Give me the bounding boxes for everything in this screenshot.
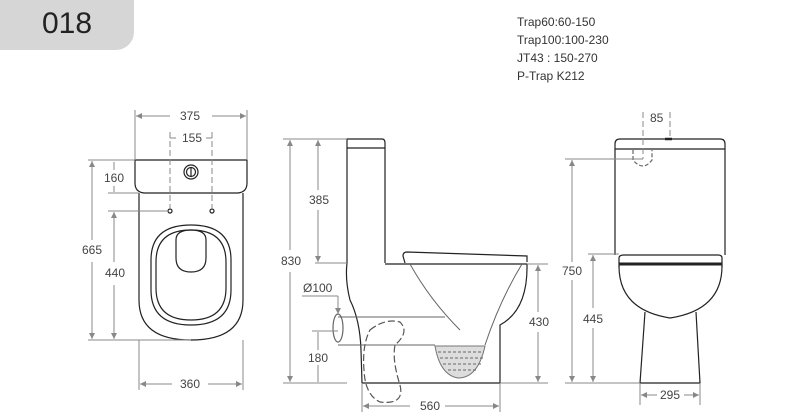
dim-side-overall-height: 830 — [281, 254, 301, 268]
trap-note: JT43 : 150-270 — [517, 51, 598, 65]
dim-outlet-diameter: Ø100 — [303, 281, 333, 295]
dim-front-overall-height: 750 — [562, 264, 582, 278]
dim-tank-height: 385 — [309, 193, 329, 207]
front-view-dimensions — [565, 112, 701, 405]
trap-notes: Trap60:60-150 Trap100:100-230 JT43 : 150… — [517, 13, 609, 85]
side-view-dimensions — [283, 138, 548, 412]
trap-note: Trap60:60-150 — [517, 15, 596, 29]
top-view-dimensions — [88, 110, 248, 390]
dim-seat-height-side: 430 — [529, 315, 549, 329]
dim-tank-depth: 160 — [104, 171, 124, 185]
model-code: 018 — [42, 7, 93, 40]
dim-depth: 560 — [420, 399, 440, 413]
dim-overall-width: 375 — [180, 109, 200, 123]
dim-bowl-width: 360 — [180, 377, 200, 391]
dim-bowl-length: 440 — [105, 266, 125, 280]
dim-button-offset: 85 — [650, 111, 664, 125]
dim-outlet-height: 180 — [308, 351, 328, 365]
trap-note: Trap100:100-230 — [517, 33, 609, 47]
model-code-tab: 018 — [0, 0, 134, 50]
side-view — [332, 138, 528, 403]
dim-base-width: 295 — [660, 388, 680, 402]
dim-seat-height-front: 445 — [583, 312, 603, 326]
side-view-bowl-lines — [338, 263, 523, 379]
trap-note: P-Trap K212 — [517, 69, 585, 83]
front-view — [614, 137, 726, 384]
top-view — [134, 159, 248, 341]
dim-overall-length: 665 — [82, 243, 102, 257]
dim-hole-spacing: 155 — [182, 131, 202, 145]
